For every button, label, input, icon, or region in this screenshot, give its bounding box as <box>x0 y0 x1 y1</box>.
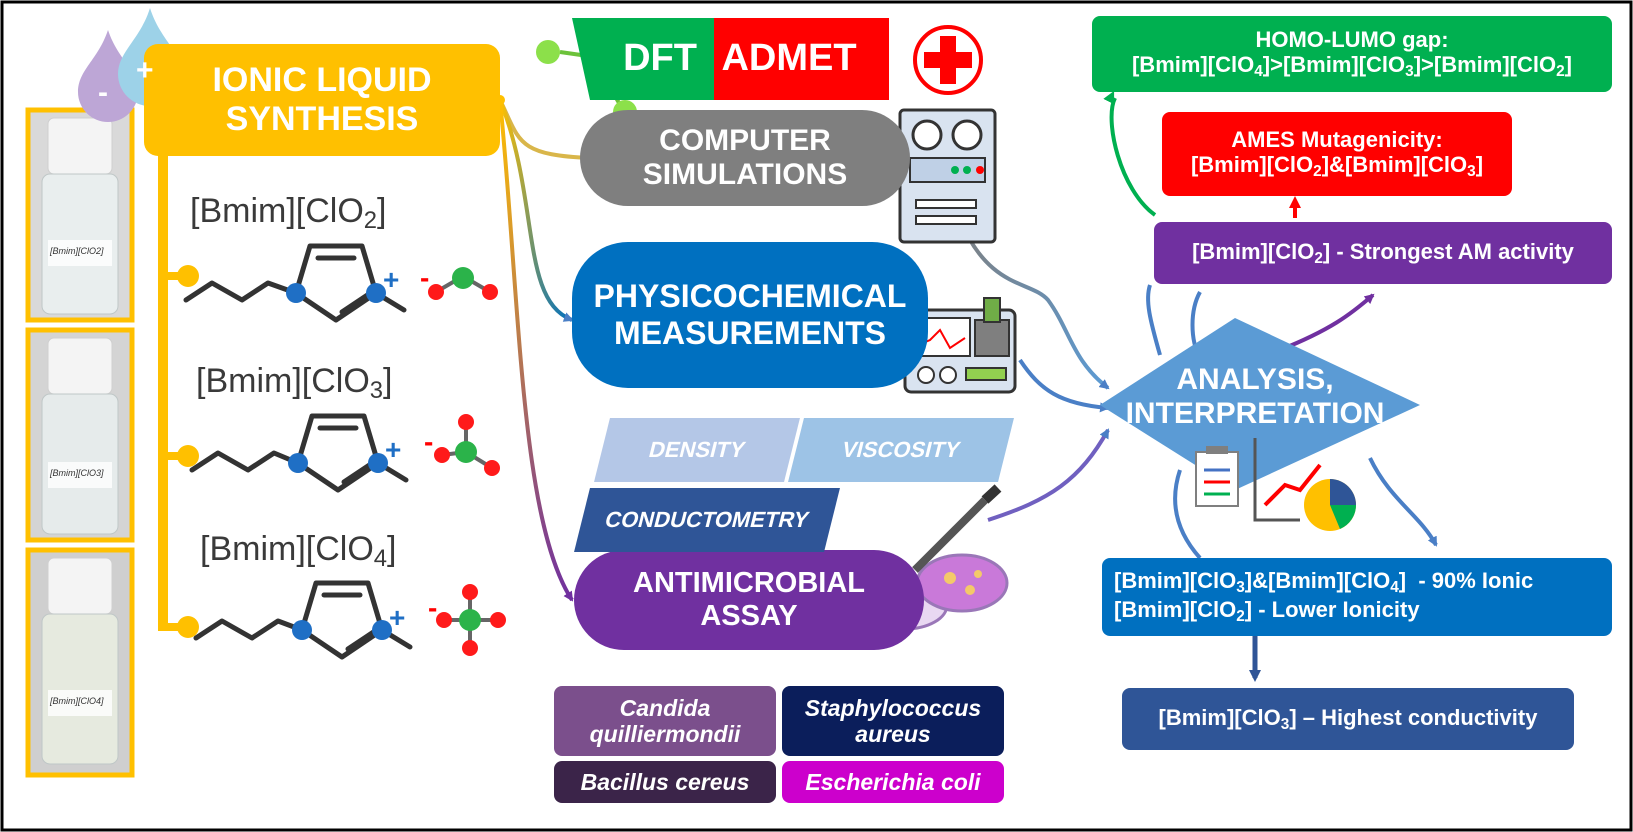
conductometry-tag: CONDUCTOMETRY <box>574 488 840 552</box>
organism-ecoli: Escherichia coli <box>782 761 1004 803</box>
organism-staphylococcus: Staphylococcus aureus <box>782 686 1004 756</box>
anion-charge-3: - <box>428 592 438 623</box>
ames-compounds: [Bmim][ClO2]&[Bmim][ClO3] <box>1190 152 1484 181</box>
antimicrobial-block <box>574 550 924 650</box>
am-activity-result: [Bmim][ClO2] - Strongest AM activity <box>1154 222 1612 284</box>
analysis-title: ANALYSIS, INTERPRETATION <box>1126 352 1385 442</box>
antimicrobial-title-line2: ASSAY <box>700 600 798 632</box>
red-cross-icon <box>913 25 983 95</box>
physico-title-line2: MEASUREMENTS <box>613 315 886 351</box>
bmim-structures <box>183 243 413 660</box>
synthesis-title-line1: IONIC LIQUID <box>212 60 432 99</box>
viscosity-tag: VISCOSITY <box>788 418 1014 482</box>
cation-charge-3: + <box>389 602 406 633</box>
synthesis-block <box>144 44 500 156</box>
synthesis-title-line2: SYNTHESIS <box>225 100 419 138</box>
anion-clo2-icon <box>428 267 498 300</box>
homo-lumo-result: HOMO-LUMO gap: [Bmim][ClO4]>[Bmim][ClO3]… <box>1092 16 1612 92</box>
anion-clo4-icon <box>436 584 506 656</box>
dft-banner <box>606 18 714 100</box>
nitrogen-atoms <box>286 283 392 640</box>
density-tag: DENSITY <box>594 418 800 482</box>
homo-lumo-order: [Bmim][ClO4]>[Bmim][ClO3]>[Bmim][ClO2] <box>1131 52 1572 81</box>
physico-title: PHYSICOCHEMICAL MEASUREMENTS <box>572 242 928 388</box>
ionicity-result: [Bmim][ClO3]&[Bmim][ClO4] - 90% Ionic [B… <box>1102 558 1612 636</box>
ionicity-line1: [Bmim][ClO3]&[Bmim][ClO4] - 90% Ionic <box>1114 568 1534 597</box>
ames-title: AMES Mutagenicity: <box>1231 127 1443 153</box>
synthesis-connectors <box>495 95 592 602</box>
computer-server-icon <box>898 108 997 244</box>
analysis-chart-icon <box>1195 438 1356 531</box>
homo-lumo-title: HOMO-LUMO gap: <box>1255 27 1449 53</box>
dft-label: DFT <box>623 37 697 80</box>
cation-structure-2 <box>189 413 409 493</box>
physico-title-line1: PHYSICOCHEMICAL <box>593 278 907 315</box>
analysis-connectors <box>958 219 1110 522</box>
vial-label-2: [Bmim][ClO3] <box>50 468 104 478</box>
anion-clo3-icon <box>434 414 500 476</box>
computer-title-line2: SIMULATIONS <box>642 158 848 191</box>
organism-candida: Candida quilliermondii <box>554 686 776 756</box>
analysis-title-line2: INTERPRETATION <box>1125 397 1385 430</box>
admet-banner <box>714 18 889 100</box>
anion-charge-2: - <box>424 426 434 457</box>
cation-charge-2: + <box>385 434 402 465</box>
admet-label: ADMET <box>721 37 857 80</box>
vial-2 <box>41 337 119 535</box>
analysis-diamond <box>1100 318 1420 490</box>
vial-1 <box>41 117 119 315</box>
organism-bacillus: Bacillus cereus <box>554 761 776 803</box>
vial-label-3: [Bmim][ClO4] <box>50 696 104 706</box>
antimicrobial-title: ANTIMICROBIAL ASSAY <box>574 550 924 650</box>
computer-block <box>580 110 910 206</box>
compound-label-clo2: [Bmim][ClO2] <box>190 192 387 234</box>
computer-title: COMPUTER SIMULATIONS <box>580 110 910 206</box>
compound-label-clo3: [Bmim][ClO3] <box>196 362 393 404</box>
ion-plus-label: + <box>136 54 154 87</box>
conductivity-result: [Bmim][ClO3] – Highest conductivity <box>1122 688 1574 750</box>
ames-result: AMES Mutagenicity: [Bmim][ClO2]&[Bmim][C… <box>1162 112 1512 196</box>
vial-images <box>25 107 135 778</box>
compound-label-clo4: [Bmim][ClO4] <box>200 530 397 572</box>
cation-structure-3 <box>193 580 413 660</box>
anion-charge-1: - <box>420 262 430 293</box>
cation-charge-1: + <box>383 264 400 295</box>
computer-title-line1: COMPUTER <box>659 123 831 157</box>
synthesis-title: IONIC LIQUID SYNTHESIS <box>144 44 500 156</box>
ionicity-line2: [Bmim][ClO2] - Lower Ionicity <box>1114 597 1420 625</box>
vial-label-1: [Bmim][ClO2] <box>50 246 104 256</box>
antimicrobial-title-line1: ANTIMICROBIAL <box>633 566 865 599</box>
physico-block <box>572 242 928 388</box>
dft-banner-tail <box>572 18 606 100</box>
synthesis-branches <box>158 140 199 638</box>
cation-structure-1 <box>183 243 407 323</box>
analysis-title-line1: ANALYSIS, <box>1176 362 1334 396</box>
vial-3 <box>41 557 119 765</box>
ion-minus-label: - <box>98 76 108 109</box>
